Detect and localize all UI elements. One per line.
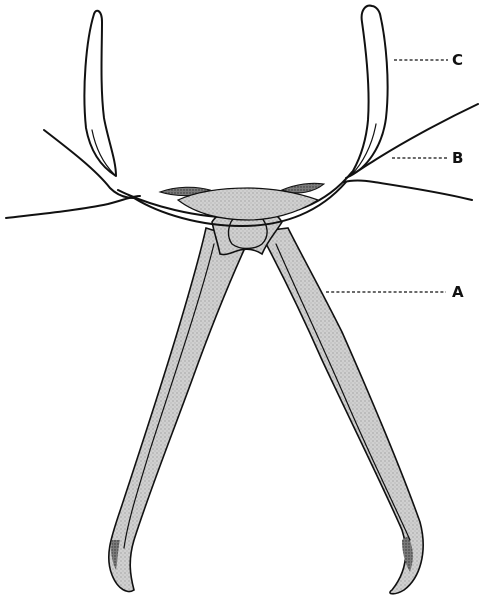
structure-c-left-inner: [92, 130, 114, 174]
structure-b-left-wing: [6, 196, 140, 218]
callout-c: C: [452, 51, 463, 69]
structure-a-right-inner-edge: [276, 244, 410, 540]
structure-a-left-arm: [109, 228, 244, 591]
structure-a: [109, 206, 423, 594]
callout-a: A: [452, 283, 464, 301]
structure-b-right-wing: [344, 181, 472, 201]
structure-c: [84, 6, 387, 176]
structure-c-right: [350, 6, 388, 176]
callout-b: B: [452, 149, 463, 167]
structure-c-left: [84, 11, 116, 176]
structure-a-right-arm: [262, 228, 423, 594]
structure-b: [6, 104, 478, 226]
